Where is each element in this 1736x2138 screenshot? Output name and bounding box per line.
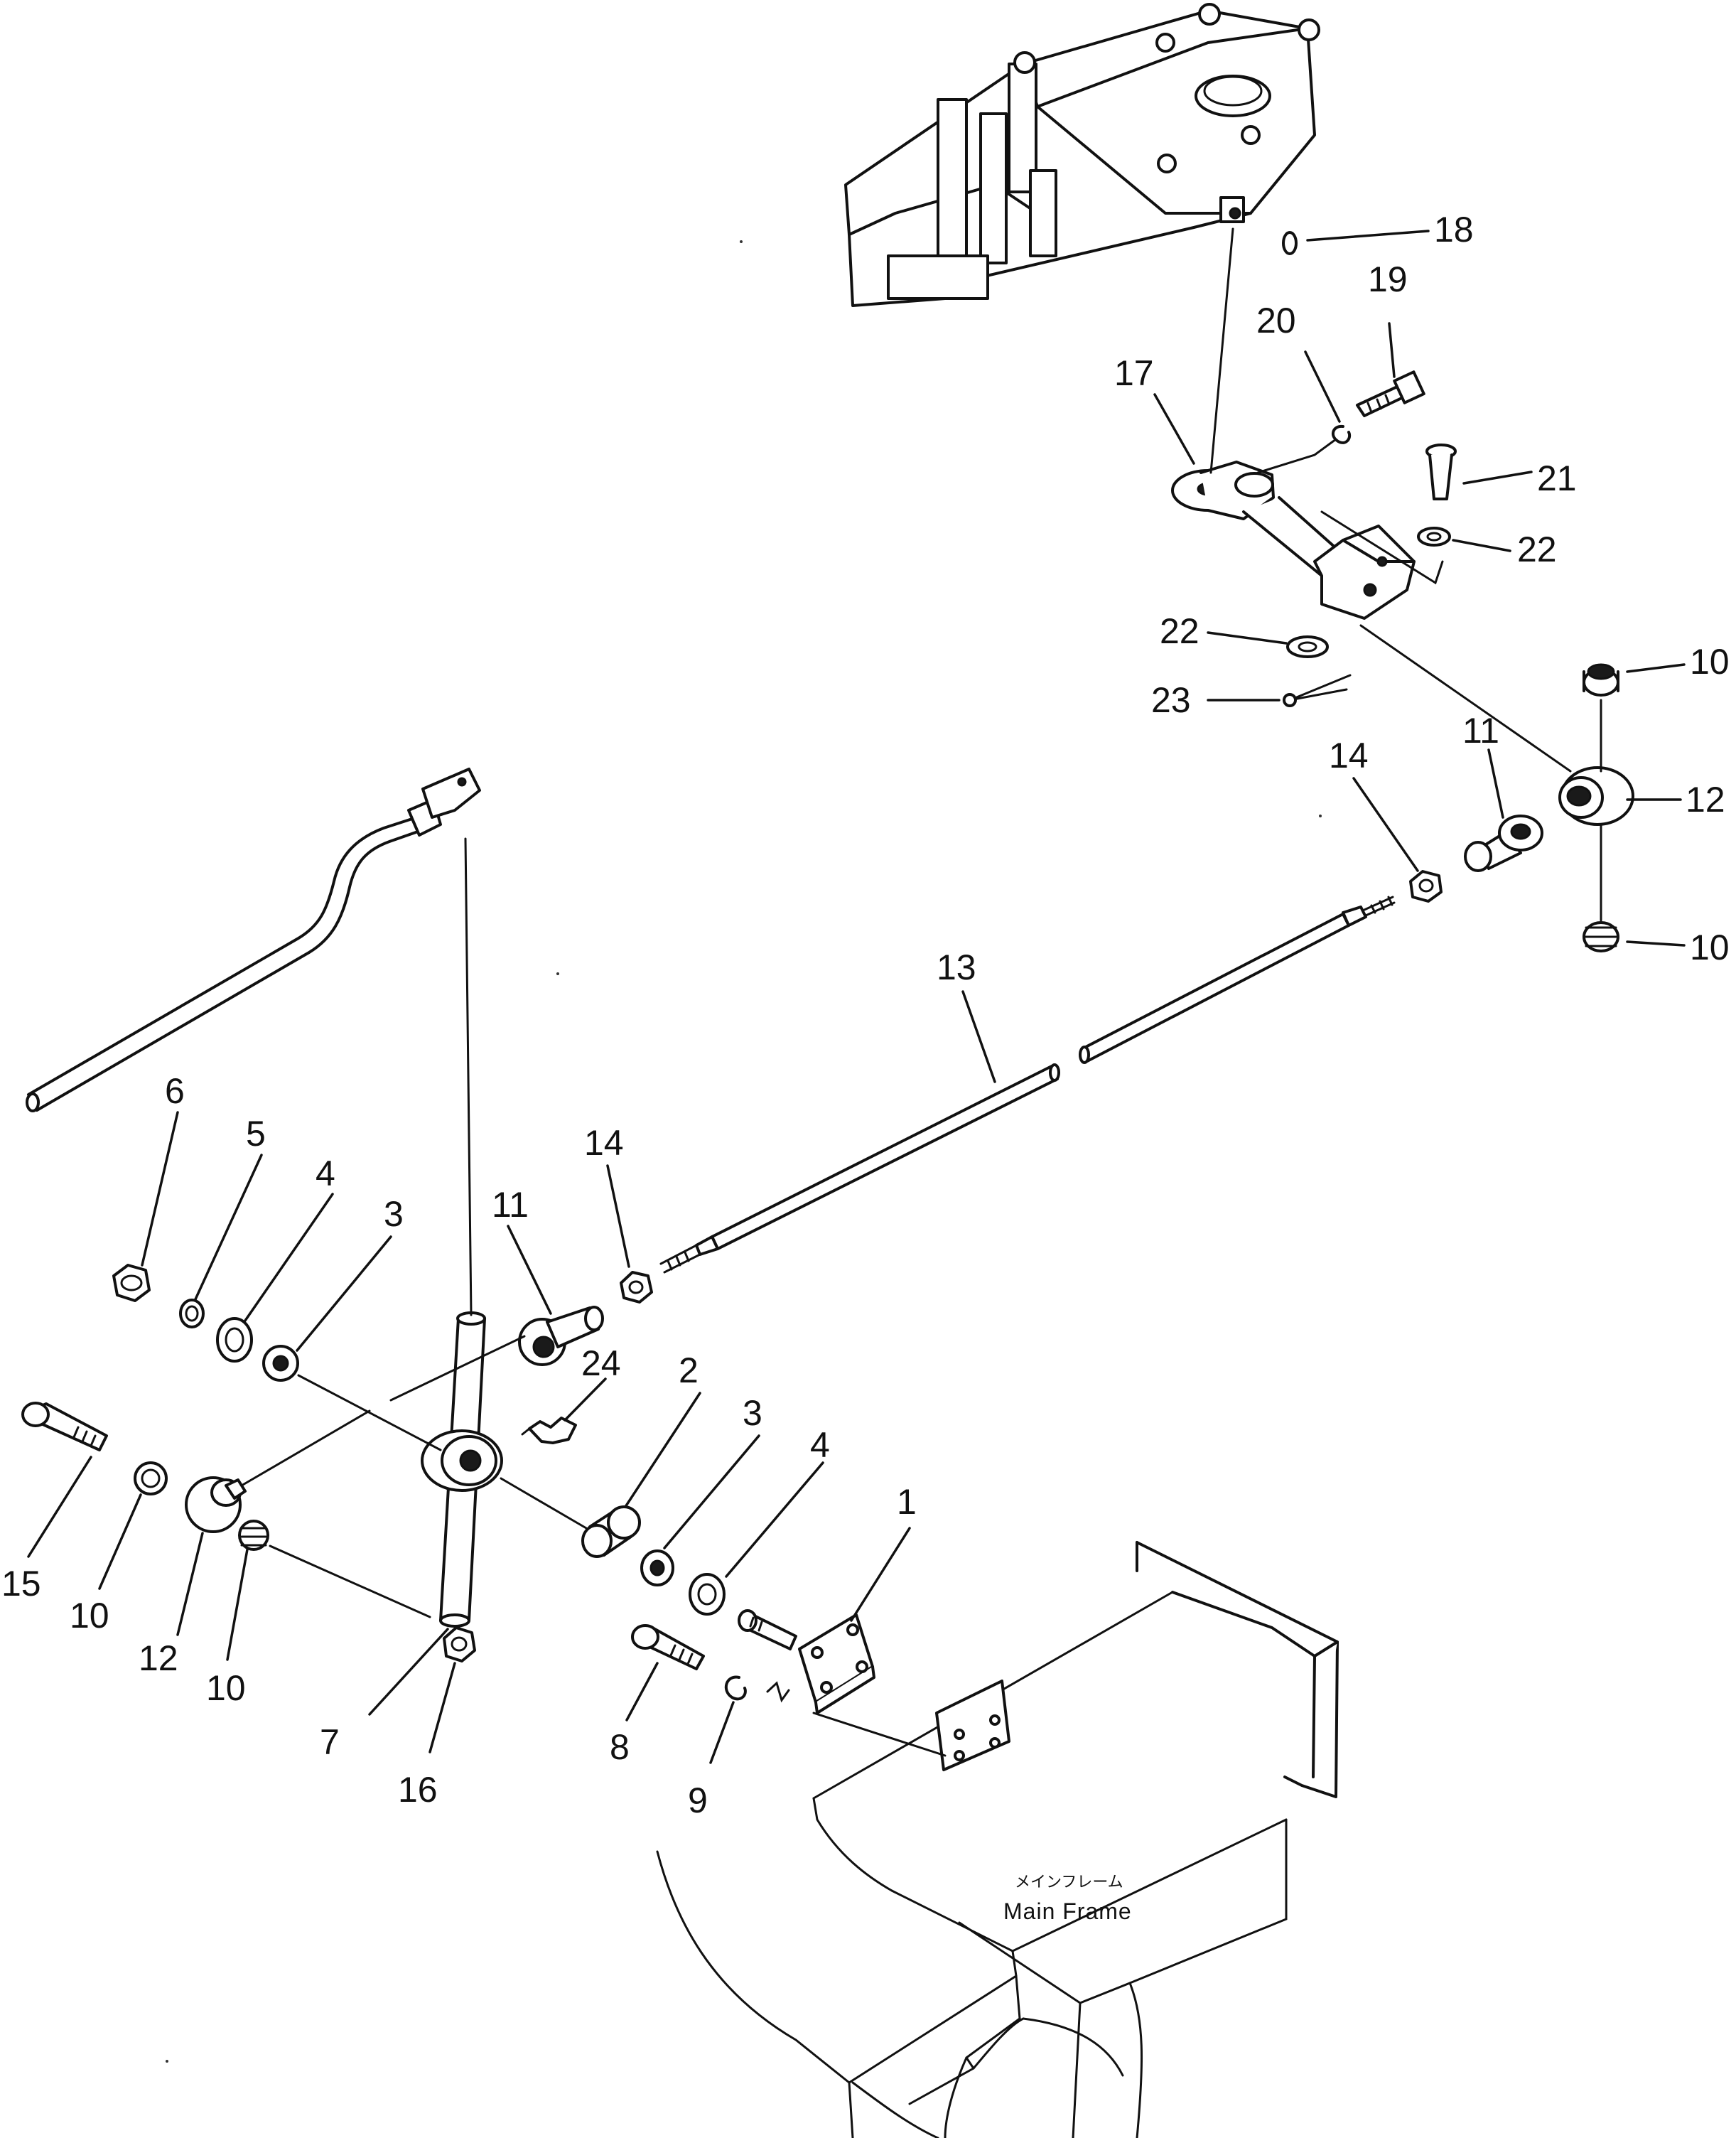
callout-10-right-lower: 10 (1690, 928, 1730, 967)
part-16-nut (443, 1626, 476, 1662)
callout-10-left-b: 10 (206, 1668, 246, 1708)
part-22-washer-lower (1286, 635, 1329, 658)
part-8-bolt (631, 1624, 705, 1670)
callout-21: 21 (1537, 458, 1577, 498)
part-6-nut (112, 1264, 151, 1302)
callout-3-left: 3 (384, 1194, 404, 1234)
callout-16: 16 (398, 1770, 438, 1810)
callout-22-upper: 22 (1517, 530, 1557, 569)
callout-3-right: 3 (743, 1393, 762, 1433)
part-3-bushing-right (640, 1549, 674, 1586)
assembly-lines (240, 227, 1602, 1757)
callout-15: 15 (1, 1564, 41, 1604)
callout-4-left: 4 (316, 1154, 335, 1193)
part-12-ball-joint-left (185, 1476, 247, 1533)
callout-19: 19 (1368, 259, 1408, 299)
part-21-pin (1425, 444, 1457, 500)
part-10-nut-right-upper (1583, 663, 1619, 697)
callout-24: 24 (581, 1343, 621, 1383)
callout-6: 6 (165, 1071, 185, 1111)
callout-13: 13 (937, 947, 976, 987)
callout-12-left: 12 (139, 1638, 178, 1678)
main-frame-label-japanese: メインフレーム (1015, 1874, 1123, 1891)
part-19-bolt (1356, 370, 1425, 417)
callout-14-left: 14 (584, 1123, 624, 1163)
part-24-grease-fitting (521, 1417, 577, 1444)
part-11-rod-end-left (518, 1306, 604, 1366)
callout-11-right: 11 (1462, 711, 1499, 751)
callout-4-right: 4 (810, 1425, 830, 1465)
part-2-bushing (581, 1505, 641, 1558)
callout-23: 23 (1151, 680, 1191, 720)
callout-11-left: 11 (492, 1185, 529, 1225)
callout-7: 7 (320, 1722, 340, 1762)
callout-18: 18 (1434, 210, 1474, 249)
main-frame-label: メインフレーム Main Frame (1003, 1874, 1132, 1924)
callout-10-right-upper: 10 (1690, 642, 1730, 682)
part-4-washer-right (689, 1573, 726, 1616)
part-12-ball-joint-right (1558, 766, 1634, 826)
transmission-housing (844, 3, 1320, 307)
main-frame (656, 1541, 1339, 2138)
part-15-bolt (21, 1402, 108, 1451)
callout-8: 8 (610, 1727, 630, 1767)
part-23-cotter-pin (1283, 674, 1352, 707)
part-11-rod-end-right (1464, 815, 1543, 872)
part-10-nut-left-lower (238, 1520, 269, 1551)
part-9-snap-ring (724, 1675, 747, 1701)
callout-labels: 18 19 20 17 21 22 22 23 10 12 10 11 14 1… (1, 210, 1730, 1820)
part-7-cross-lever (421, 1311, 503, 1628)
callout-20: 20 (1256, 301, 1296, 340)
part-20-snap-ring (1332, 424, 1352, 444)
part-3-bushing-left (262, 1345, 299, 1382)
callout-12-right: 12 (1686, 780, 1725, 820)
callout-5: 5 (246, 1114, 266, 1154)
part-5-washer (179, 1299, 205, 1328)
part-14-nut-right (1409, 870, 1443, 903)
callout-2: 2 (679, 1350, 699, 1390)
part-17-lever (1171, 461, 1416, 620)
callout-14-right: 14 (1329, 736, 1369, 775)
part-1-bracket (738, 1609, 875, 1714)
part-22-washer-upper (1417, 527, 1451, 547)
part-4-washer-left (216, 1317, 253, 1363)
part-18-clip (1282, 231, 1298, 255)
callout-22-lower: 22 (1160, 611, 1199, 651)
callout-17: 17 (1114, 353, 1154, 393)
scan-specks (166, 240, 1322, 2063)
part-10-nut-left-upper (134, 1461, 168, 1495)
callout-10-left-a: 10 (70, 1596, 109, 1635)
callout-leaders (27, 230, 1686, 1764)
callout-1: 1 (897, 1482, 917, 1522)
main-frame-label-english: Main Frame (1003, 1898, 1132, 1924)
part-14-nut-left (620, 1271, 653, 1304)
part-13-rod (659, 896, 1396, 1274)
upper-link-rod (26, 768, 481, 1112)
callout-9: 9 (688, 1780, 708, 1820)
part-10-nut-right-lower (1583, 921, 1619, 952)
